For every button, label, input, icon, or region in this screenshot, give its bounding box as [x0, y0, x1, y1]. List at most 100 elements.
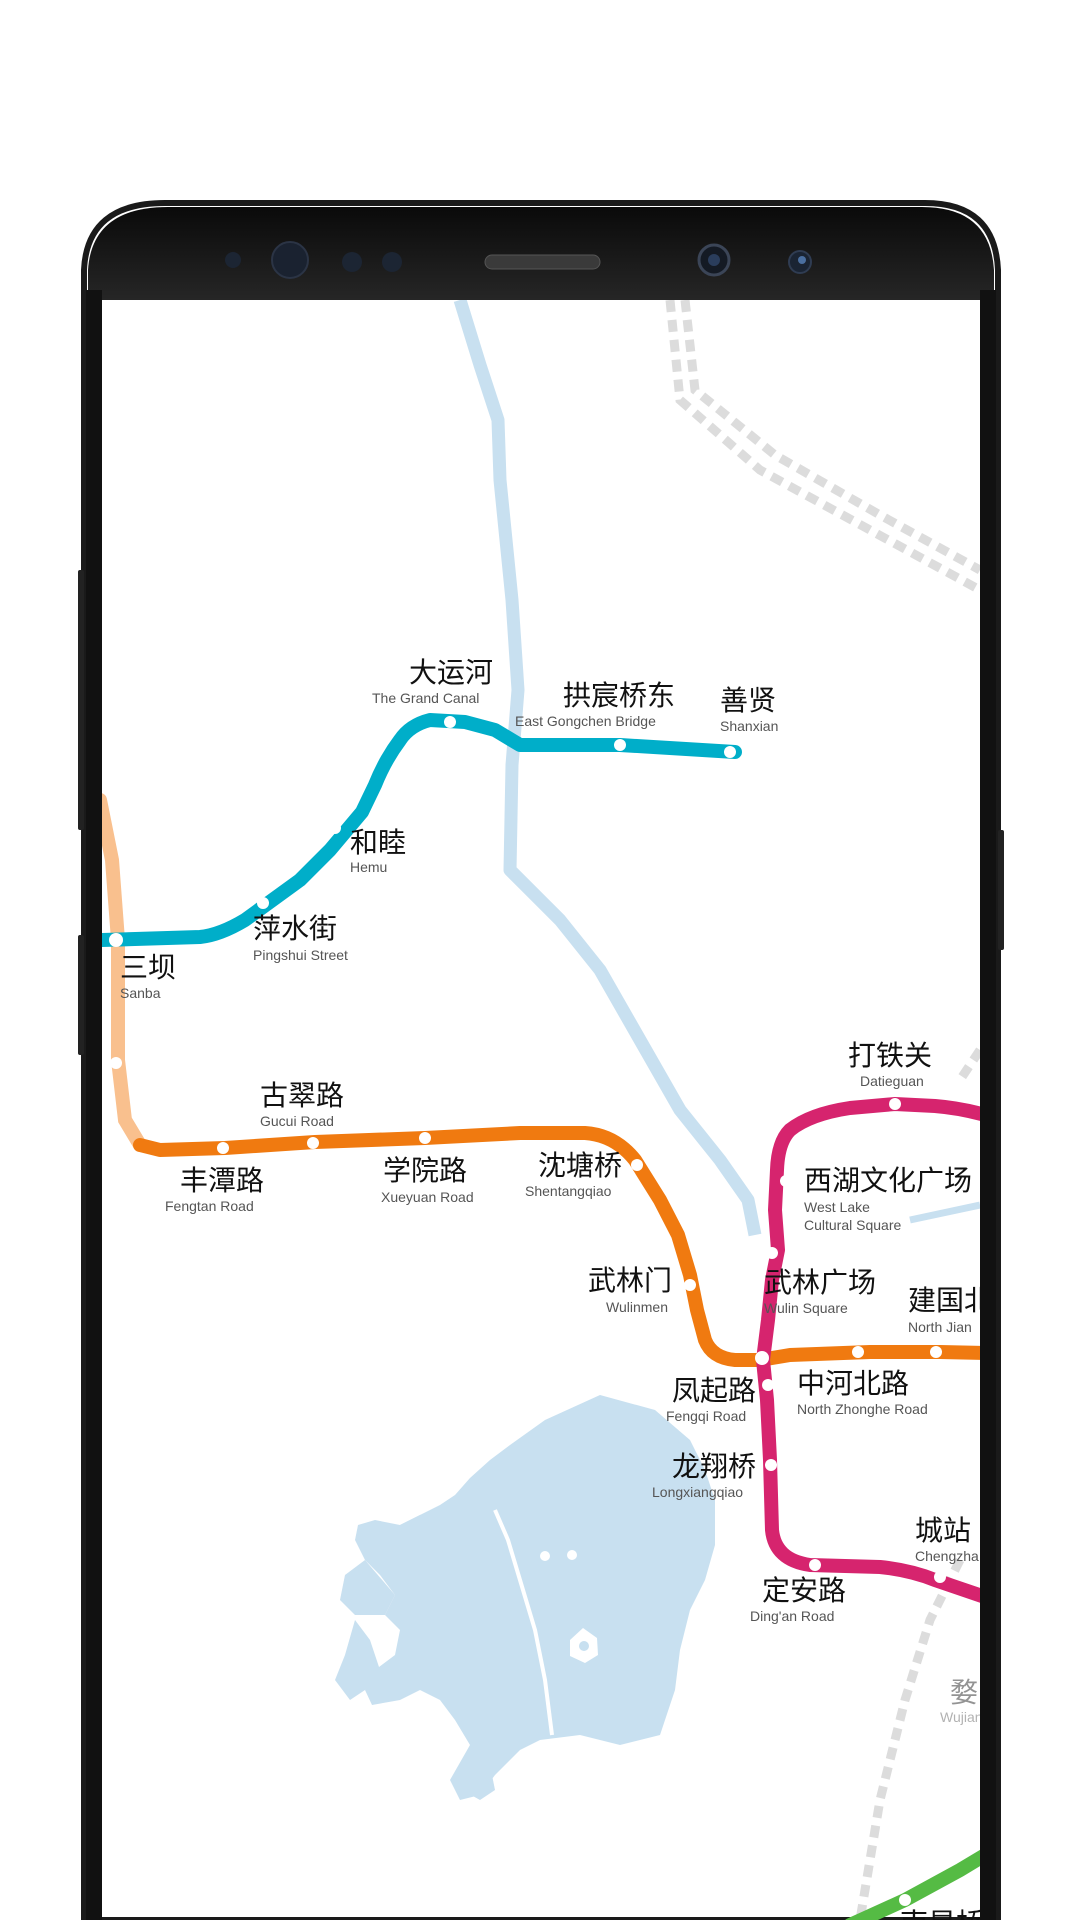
label-shan-xian[interactable]: 善贤 Shanxian	[720, 684, 778, 734]
iris-scanner-icon	[271, 241, 309, 279]
station-name-zh: 西湖文化广场	[804, 1164, 972, 1197]
label-da-yun-he[interactable]: 大运河 The Grand Canal	[372, 656, 493, 706]
station-name-en: East Gongchen Bridge	[515, 713, 656, 729]
station-name-zh: 和睦	[350, 826, 406, 859]
grand-canal-water	[453, 300, 762, 1237]
label-feng-tan-lu[interactable]: 丰潭路 Fengtan Road	[165, 1164, 264, 1214]
station-dot-he-mu[interactable]	[329, 822, 341, 834]
label-xi-hu-wen-hua-guang-chang[interactable]: 西湖文化广场 West Lake Cultural Square	[804, 1164, 972, 1233]
station-name-en: Shanxian	[720, 718, 778, 734]
label-he-mu[interactable]: 和睦 Hemu	[350, 826, 406, 875]
station-dot-nan-xing-qiao[interactable]	[899, 1894, 911, 1906]
station-dot-shan-xian[interactable]	[724, 746, 736, 758]
station-name-zh: 南星桥	[900, 1907, 984, 1920]
label-xue-yuan-lu[interactable]: 学院路 Xueyuan Road	[381, 1154, 474, 1205]
metro-map: 大运河 The Grand Canal 拱宸桥东 East Gongchen B…	[102, 300, 992, 1920]
label-wu-lin-men[interactable]: 武林门 Wulinmen	[588, 1264, 672, 1315]
station-name-en: Datieguan	[860, 1073, 924, 1089]
label-shen-tang-qiao[interactable]: 沈塘桥 Shentangqiao	[525, 1149, 622, 1199]
station-dot-gu-cui-lu[interactable]	[307, 1137, 319, 1149]
station-name-en: Hemu	[350, 859, 387, 875]
station-name-en: Longxiangqiao	[652, 1484, 743, 1500]
station-name-en: Fengtan Road	[165, 1198, 254, 1214]
station-name-zh: 拱宸桥东	[563, 679, 675, 712]
station-name-zh: 定安路	[762, 1574, 846, 1607]
line-peach	[102, 793, 147, 1152]
label-feng-qi-lu[interactable]: 凤起路 Fengqi Road	[666, 1374, 756, 1424]
label-da-tie-guan[interactable]: 打铁关 Datieguan	[848, 1039, 932, 1089]
label-wu-lin-guang-chang[interactable]: 武林广场 Wulin Square	[764, 1266, 876, 1316]
station-dot-feng-qi-lu-line1[interactable]	[762, 1379, 774, 1391]
station-dot-ping-shui-jie[interactable]	[257, 897, 269, 909]
line-orange-track	[133, 1126, 980, 1367]
label-gong-chen-qiao-dong[interactable]: 拱宸桥东 East Gongchen Bridge	[515, 679, 675, 729]
station-dot-cheng-zhan[interactable]	[934, 1571, 946, 1583]
station-name-en: Gucui Road	[260, 1113, 334, 1129]
station-name-zh: 武林广场	[764, 1266, 876, 1299]
station-name-en: Sanba	[120, 985, 161, 1001]
station-dot-shen-tang-qiao[interactable]	[631, 1159, 643, 1171]
station-dot-long-xiang-qiao[interactable]	[765, 1459, 777, 1471]
label-zhong-he-bei-lu[interactable]: 中河北路 North Zhonghe Road	[797, 1367, 928, 1417]
station-name-zh: 三坝	[120, 951, 176, 984]
sensor-icon	[342, 252, 362, 272]
station-dot-wu-lin-guang-chang[interactable]	[766, 1247, 778, 1259]
label-ping-shui-jie[interactable]: 萍水街 Pingshui Street	[253, 912, 348, 963]
label-gu-cui-lu[interactable]: 古翠路 Gucui Road	[260, 1079, 344, 1129]
sensor-icon	[382, 252, 402, 272]
sensor-icon	[225, 252, 241, 268]
station-dot-feng-qi-lu[interactable]	[755, 1351, 769, 1365]
station-name-zh: 善贤	[720, 684, 776, 717]
station-name-en: Pingshui Street	[253, 947, 348, 963]
station-dot-feng-tan-lu[interactable]	[217, 1142, 229, 1154]
label-san-ba[interactable]: 三坝 Sanba	[120, 951, 176, 1001]
label-ding-an-lu[interactable]: 定安路 Ding'an Road	[750, 1574, 846, 1624]
label-long-xiang-qiao[interactable]: 龙翔桥 Longxiangqiao	[652, 1450, 756, 1500]
station-name-en: North Zhonghe Road	[797, 1401, 928, 1417]
station-name-en: Shentangqiao	[525, 1183, 612, 1199]
station-name-en-line2: Cultural Square	[804, 1217, 901, 1233]
station-name-en: North Jian	[908, 1319, 972, 1335]
station-name-zh: 大运河	[409, 656, 493, 689]
station-dot-ding-an-lu[interactable]	[809, 1559, 821, 1571]
label-wu-jiang[interactable]: 婺 Wujian	[940, 1676, 983, 1725]
line-green-track	[843, 1848, 980, 1920]
station-dot-wu-lin-men[interactable]	[684, 1279, 696, 1291]
station-name-en: Chengzha	[915, 1548, 979, 1564]
station-dot-gong-chen-qiao-dong[interactable]	[614, 739, 626, 751]
label-cheng-zhan[interactable]: 城站 Chengzha	[915, 1514, 979, 1564]
station-name-zh: 丰潭路	[180, 1164, 264, 1197]
station-name-zh: 婺	[950, 1676, 978, 1709]
speaker-grille	[484, 254, 601, 270]
station-dot-peach[interactable]	[110, 1057, 122, 1069]
station-name-en: West Lake	[804, 1199, 870, 1215]
station-name-zh: 学院路	[383, 1154, 467, 1187]
station-dot-xue-yuan-lu[interactable]	[419, 1132, 431, 1144]
station-name-en: Ding'an Road	[750, 1608, 834, 1624]
station-name-en: Wulinmen	[606, 1299, 668, 1315]
station-dot-zhong-he-bei-lu[interactable]	[852, 1346, 864, 1358]
station-dot-da-yun-he[interactable]	[444, 716, 456, 728]
river-branch-water	[909, 1201, 980, 1224]
station-dot-da-tie-guan[interactable]	[889, 1098, 901, 1110]
line-2-track	[102, 713, 742, 947]
label-jian-guo-bei[interactable]: 建国北 North Jian	[908, 1284, 992, 1335]
station-name-zh: 龙翔桥	[672, 1450, 756, 1483]
station-dot-san-ba[interactable]	[109, 933, 123, 947]
label-nan-xing-qiao[interactable]: 南星桥	[900, 1907, 984, 1920]
station-name-zh: 萍水街	[253, 912, 337, 945]
west-lake-water	[355, 1395, 715, 1800]
station-name-zh: 武林门	[588, 1264, 672, 1297]
station-dot-jian-guo-bei[interactable]	[930, 1346, 942, 1358]
station-name-zh: 中河北路	[797, 1367, 909, 1400]
station-dot-xi-hu-wen-hua[interactable]	[780, 1175, 792, 1187]
station-name-en: Fengqi Road	[666, 1408, 746, 1424]
station-name-zh: 城站	[915, 1514, 971, 1547]
station-name-zh: 打铁关	[848, 1039, 932, 1072]
station-name-zh: 凤起路	[672, 1374, 756, 1407]
station-name-zh: 古翠路	[260, 1079, 344, 1112]
bixby-button	[78, 935, 84, 1055]
station-name-en: Xueyuan Road	[381, 1189, 474, 1205]
